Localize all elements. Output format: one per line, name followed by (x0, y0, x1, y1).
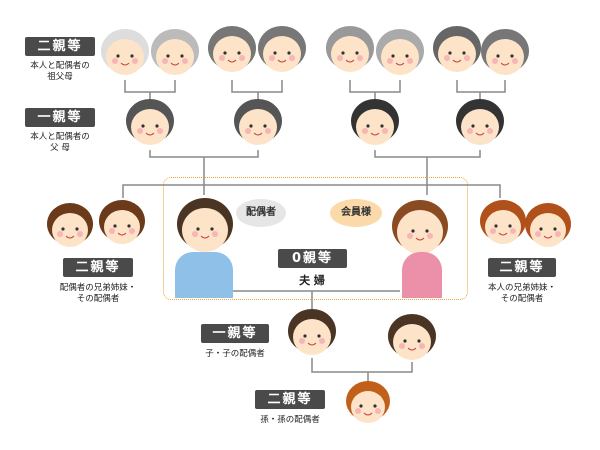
parents-degree-badge: 一親等 (25, 108, 95, 127)
children-degree-badge: 一親等 (201, 324, 269, 343)
grandfather-face (99, 27, 151, 87)
caption-line: 本人の兄弟姉妹・ (487, 283, 556, 293)
grandparents-degree-badge: 二親等 (25, 37, 95, 56)
caption-line: その配偶者 (500, 294, 544, 304)
spouse-speech-bubble: 配偶者 (236, 199, 286, 227)
couple-highlight-box (163, 177, 468, 300)
caption-line: 本人と配偶者の (30, 61, 90, 71)
sibling-face (97, 198, 147, 256)
grandmother-face (149, 27, 201, 87)
father-face (124, 97, 176, 157)
caption-line: 父 母 (50, 143, 70, 153)
grandchild-face (344, 379, 392, 435)
caption-line: 祖父母 (47, 72, 73, 82)
grandparents-caption: 本人と配偶者の祖父母 (10, 61, 110, 83)
grandfather-face (206, 24, 258, 84)
spouse-face (175, 196, 235, 264)
grandmother-face (479, 27, 531, 87)
couple-degree-badge: 0親等 (278, 249, 347, 268)
caption-line: 配偶者の兄弟姉妹・ (59, 283, 137, 293)
grandfather-face (431, 24, 483, 84)
child-face (286, 307, 338, 367)
member-speech-bubble: 会員様 (330, 199, 382, 227)
spouse-siblings-caption: 配偶者の兄弟姉妹・その配偶者 (45, 283, 151, 305)
own-siblings-degree-badge: 二親等 (488, 258, 556, 277)
caption-line: 本人と配偶者の (30, 132, 90, 142)
spouse-siblings-degree-badge: 二親等 (63, 258, 133, 277)
mother-face (454, 97, 506, 157)
grandmother-face (256, 24, 308, 84)
grandchildren-caption: 孫・孫の配偶者 (260, 415, 320, 425)
grandfather-face (324, 24, 376, 84)
sibling-face (478, 198, 528, 256)
parents-caption: 本人と配偶者の父 母 (10, 132, 110, 154)
grandchildren-degree-badge: 二親等 (255, 390, 325, 409)
grandmother-face (374, 27, 426, 87)
father-face (349, 97, 401, 157)
child-face (386, 312, 438, 372)
sibling-face (523, 201, 573, 259)
couple-caption: 夫 婦 (299, 274, 325, 287)
spouse-body (175, 252, 233, 298)
member-body (402, 252, 442, 298)
member-face (390, 198, 450, 266)
caption-line: その配偶者 (76, 294, 120, 304)
mother-face (232, 97, 284, 157)
children-caption: 子・子の配偶者 (205, 349, 265, 359)
sibling-face (45, 201, 95, 259)
own-siblings-caption: 本人の兄弟姉妹・その配偶者 (470, 283, 574, 305)
